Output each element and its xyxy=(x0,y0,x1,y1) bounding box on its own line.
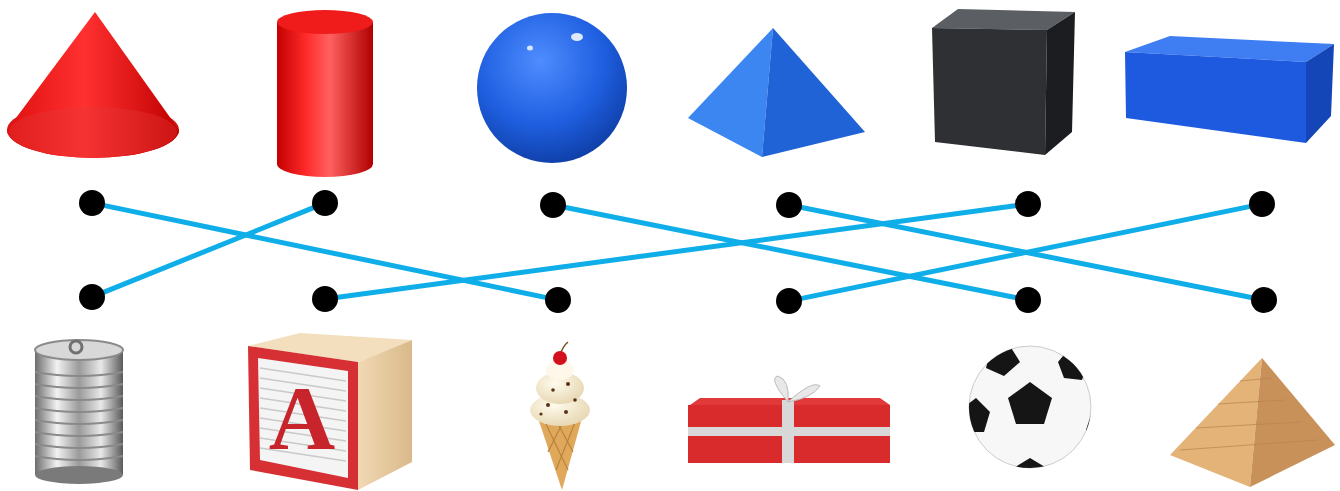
cube-shape xyxy=(932,9,1075,155)
ice-cream-cone xyxy=(530,342,590,490)
match-line xyxy=(802,208,1252,298)
gift-box xyxy=(688,376,890,463)
match-line xyxy=(104,208,313,292)
soccer-ball xyxy=(960,346,1110,490)
match-dot xyxy=(776,288,802,314)
match-dot xyxy=(776,192,802,218)
match-dot xyxy=(79,190,105,216)
tin-can xyxy=(35,340,123,484)
block-letter: A xyxy=(256,372,348,464)
match-dot xyxy=(540,192,566,218)
match-dot xyxy=(312,190,338,216)
cylinder-shape xyxy=(277,10,373,177)
match-dot xyxy=(1015,191,1041,217)
match-dot xyxy=(79,284,105,310)
match-dot xyxy=(1015,287,1041,313)
cone-shape xyxy=(7,12,179,158)
egyptian-pyramid xyxy=(1170,358,1335,487)
match-dot xyxy=(312,286,338,312)
match-dot xyxy=(1249,191,1275,217)
match-line xyxy=(105,206,546,298)
pyramid-shape xyxy=(688,28,865,157)
match-line xyxy=(338,206,1015,298)
match-line xyxy=(802,207,1250,299)
match-dot xyxy=(1251,287,1277,313)
cuboid-shape xyxy=(1125,36,1334,143)
sphere-shape xyxy=(477,13,627,163)
alphabet-block xyxy=(248,333,412,490)
match-dot xyxy=(545,287,571,313)
match-line xyxy=(566,208,1016,298)
